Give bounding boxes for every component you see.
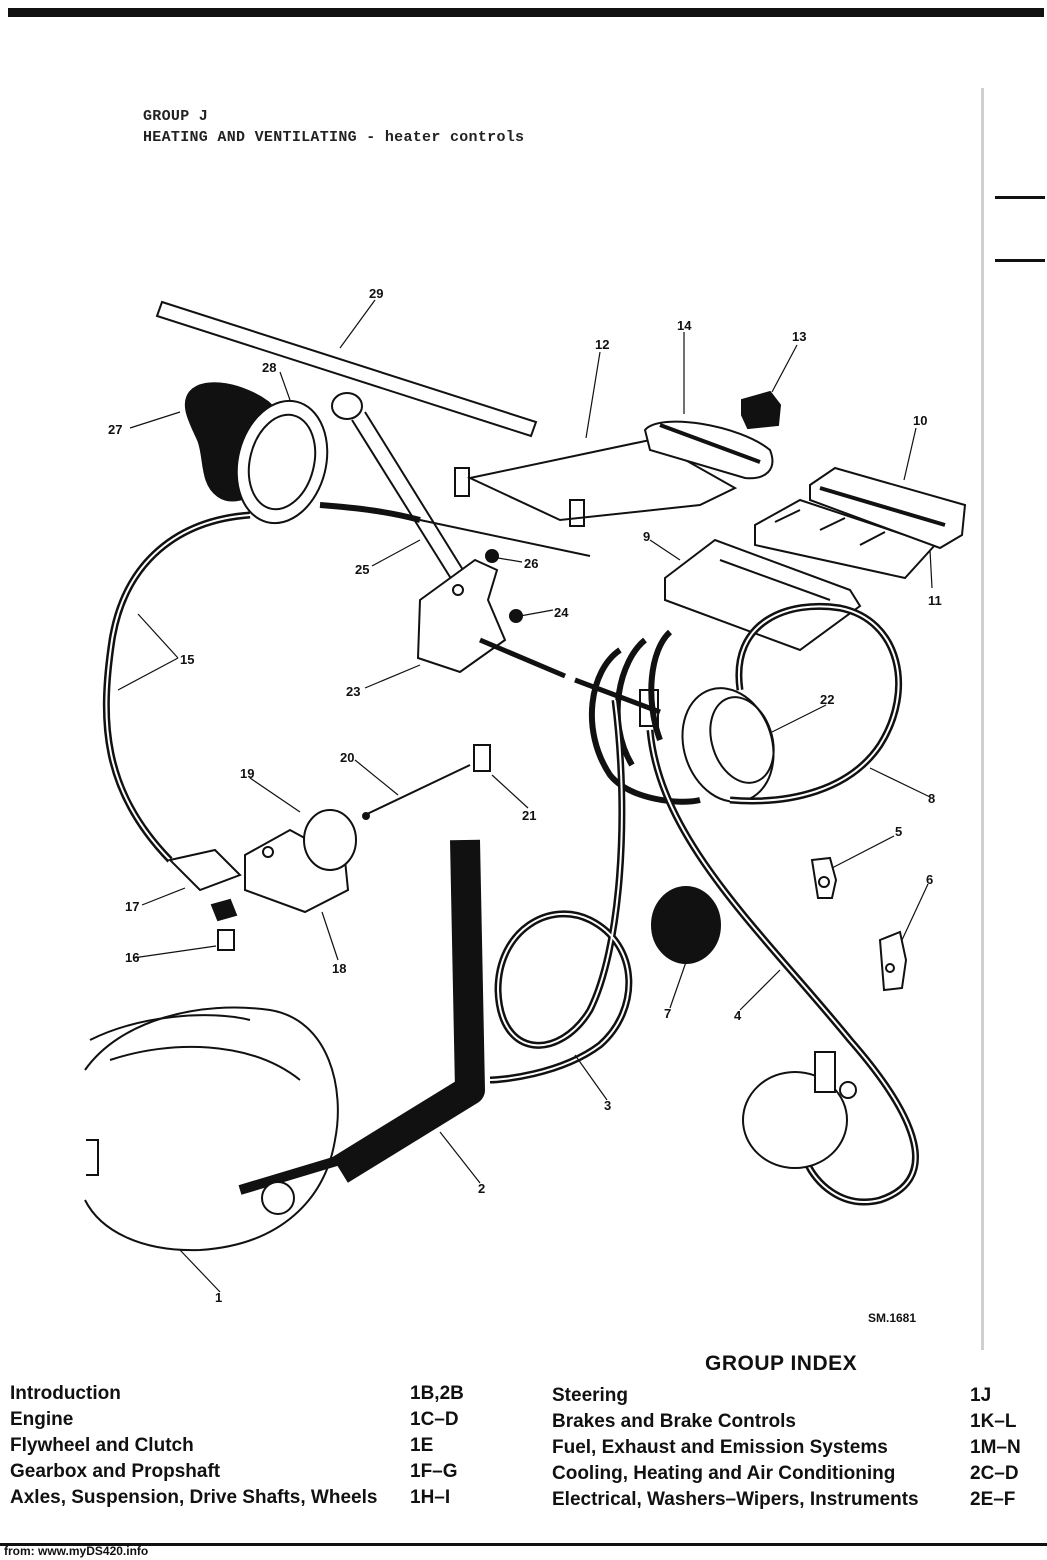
part-21-fitting [473, 744, 491, 772]
index-entry-code: 1B,2B [410, 1383, 464, 1404]
index-entry-code: 2C–D [970, 1463, 1019, 1484]
callout-15: 15 [180, 652, 194, 667]
part-9-control-unit [664, 538, 862, 652]
callout-27: 27 [108, 422, 122, 437]
index-entry-code: 1H–I [410, 1487, 451, 1508]
index-entry-label: Gearbox and Propshaft [10, 1461, 221, 1482]
group-index-title: GROUP INDEX [705, 1352, 858, 1375]
part-14-switch-panel [643, 420, 774, 480]
index-entry-label: Electrical, Washers–Wipers, Instruments [552, 1489, 919, 1510]
callout-23: 23 [346, 684, 360, 699]
index-entry-code: 1J [970, 1385, 992, 1406]
callout-13: 13 [792, 329, 806, 344]
callout-19: 19 [240, 766, 254, 781]
callout-18: 18 [332, 961, 346, 976]
part-12-mounting-plate [454, 438, 738, 527]
callout-17: 17 [125, 899, 139, 914]
callout-14: 14 [677, 318, 692, 333]
index-entry-code: 2E–F [970, 1489, 1016, 1510]
callout-1: 1 [215, 1290, 222, 1305]
callout-leaders [117, 299, 933, 1293]
group-index-right-column: Steering 1J Brakes and Brake Controls 1K… [552, 1385, 1044, 1515]
part-29-rod [155, 300, 538, 438]
callout-6: 6 [926, 872, 933, 887]
margin-tick-upper [995, 196, 1045, 199]
callout-11: 11 [928, 593, 942, 608]
margin-tick-lower [995, 259, 1045, 262]
index-entry-label: Brakes and Brake Controls [552, 1411, 796, 1432]
page-frame-edge [981, 88, 984, 1350]
index-entry-label: Fuel, Exhaust and Emission Systems [552, 1437, 888, 1458]
part-10-switch-bezel [809, 466, 967, 550]
part-6-clip [878, 930, 908, 992]
page-header: GROUP J HEATING AND VENTILATING - heater… [143, 106, 524, 148]
callout-25: 25 [355, 562, 369, 577]
callout-4: 4 [734, 1008, 742, 1023]
part-25-lever [331, 392, 469, 586]
part-15-control-cable [102, 502, 591, 863]
part-23-bracket [416, 549, 566, 679]
index-entry-label: Engine [10, 1409, 74, 1430]
part-3-hose [489, 699, 633, 1084]
part-2-heater-hose [332, 839, 485, 1183]
index-entry-code: 1K–L [970, 1411, 1017, 1432]
callout-7: 7 [664, 1006, 671, 1021]
part-19-diaphragm [303, 809, 357, 871]
part-20-pin [362, 764, 471, 820]
callout-28: 28 [262, 360, 276, 375]
callout-2: 2 [478, 1181, 485, 1196]
part-1-vacuum-canister [84, 1006, 342, 1252]
callout-8: 8 [928, 791, 935, 806]
callout-20: 20 [340, 750, 354, 765]
index-entry-code: 1C–D [410, 1409, 459, 1430]
index-entry-code: 1E [410, 1435, 434, 1456]
index-entry-label: Steering [552, 1385, 629, 1406]
part-17-clip [168, 848, 242, 922]
callout-5: 5 [895, 824, 902, 839]
index-entry-code: 1F–G [410, 1461, 458, 1482]
part-4-vacuum-pipe [646, 729, 919, 1206]
part-5-clip [810, 856, 838, 899]
callout-16: 16 [125, 950, 139, 965]
index-entry-label: Axles, Suspension, Drive Shafts, Wheels [10, 1487, 378, 1508]
source-footer: from: www.myDS420.info [4, 1544, 149, 1558]
callout-29: 29 [369, 286, 383, 301]
group-index-left-column: Introduction 1B,2B Engine 1C–D Flywheel … [10, 1383, 490, 1513]
vacuum-reservoir [742, 1051, 857, 1169]
index-entry-code: 1M–N [970, 1437, 1021, 1458]
part-28-bezel-ring [235, 399, 329, 525]
callout-22: 22 [820, 692, 834, 707]
callout-12: 12 [595, 337, 609, 352]
part-13-knob [741, 390, 782, 430]
part-16-nut [217, 929, 235, 951]
callout-10: 10 [913, 413, 927, 428]
callout-9: 9 [643, 529, 650, 544]
part-22-vacuum-valve [574, 677, 775, 803]
heater-controls-exploded-diagram: 1 2 3 4 5 6 7 8 9 10 11 12 13 14 15 16 1… [84, 286, 967, 1325]
group-label: GROUP J [143, 108, 209, 125]
index-entry-label: Cooling, Heating and Air Conditioning [552, 1463, 896, 1484]
part-7-grommet [651, 886, 721, 964]
callout-3: 3 [604, 1098, 611, 1113]
bottom-border-rule [0, 1543, 1047, 1546]
diagram-reference: SM.1681 [868, 1311, 916, 1325]
index-entry-label: Introduction [10, 1383, 121, 1404]
index-entry-label: Flywheel and Clutch [10, 1435, 194, 1456]
section-title: HEATING AND VENTILATING - heater control… [143, 129, 525, 146]
callout-21: 21 [522, 808, 536, 823]
callout-24: 24 [554, 605, 569, 620]
top-border-rule [8, 8, 1044, 17]
callout-26: 26 [524, 556, 538, 571]
part-11-switch-block [754, 498, 937, 580]
